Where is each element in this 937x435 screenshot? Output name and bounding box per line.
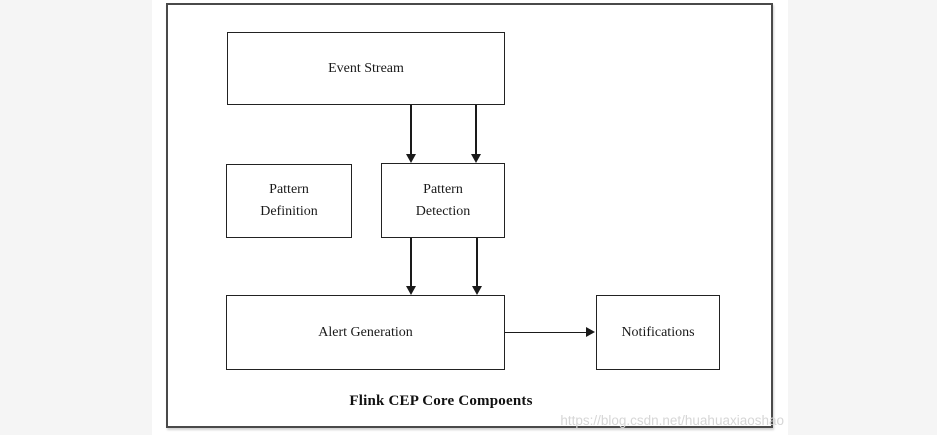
arrow-pattern-detection-to-alert-generation-right: [472, 238, 481, 295]
node-pattern-definition: Pattern Definition: [226, 164, 352, 238]
node-pattern-detection-label: Pattern Detection: [415, 181, 471, 219]
node-event-stream: Event Stream: [227, 32, 505, 105]
node-alert-generation-label: Alert Generation: [318, 324, 413, 340]
arrow-event-stream-to-pattern-detection-right: [471, 105, 480, 163]
node-event-stream-label: Event Stream: [328, 60, 404, 76]
node-pattern-detection: Pattern Detection: [381, 163, 505, 238]
diagram-caption: Flink CEP Core Compoents: [349, 393, 533, 409]
arrow-event-stream-to-pattern-detection-left: [406, 105, 415, 163]
node-notifications-label: Notifications: [621, 324, 695, 340]
node-notifications: Notifications: [596, 295, 720, 370]
arrow-alert-generation-to-notifications: [505, 328, 595, 336]
arrow-pattern-detection-to-alert-generation-left: [406, 238, 415, 295]
watermark-url: https://blog.csdn.net/huahuaxiaoshao: [560, 413, 784, 428]
node-alert-generation: Alert Generation: [226, 295, 505, 370]
node-pattern-definition-label: Pattern Definition: [260, 182, 318, 219]
